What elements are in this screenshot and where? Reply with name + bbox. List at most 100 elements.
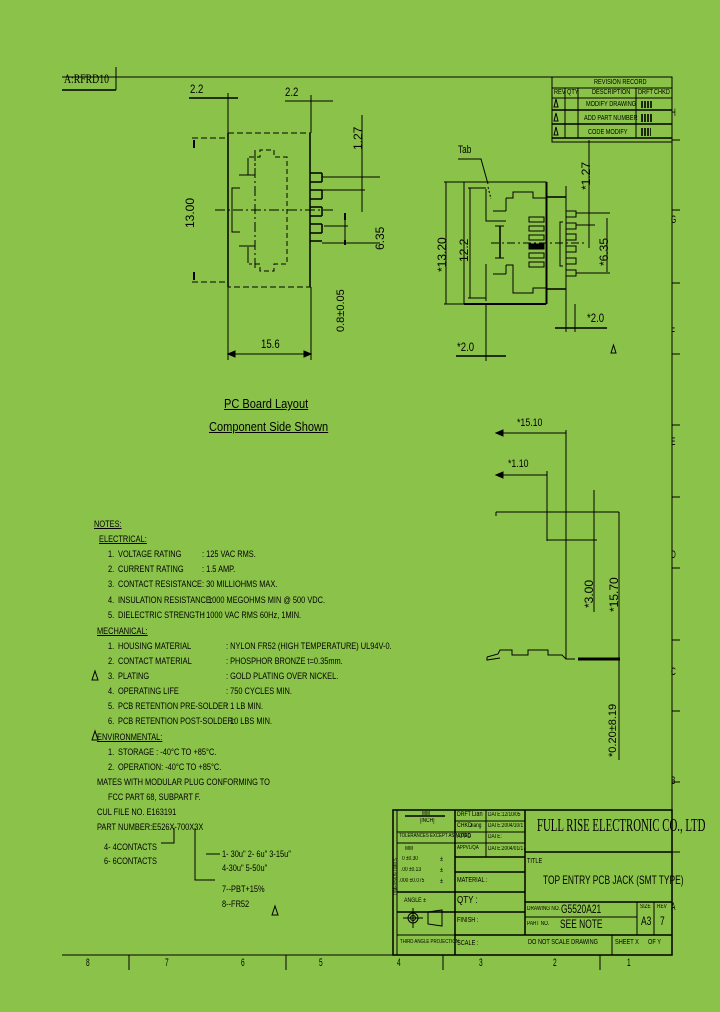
signoff-drft-date: DATE:12/10/05 bbox=[488, 812, 521, 818]
signoff-chkd-date: DATE:2004/10/1 bbox=[488, 823, 524, 829]
column-label-8: 8 bbox=[86, 957, 90, 969]
dim-depth: *15.10 bbox=[517, 417, 543, 429]
mechanical-item-3-num: 3. bbox=[108, 671, 115, 682]
tolerance-row-2: .00 ±0.13 bbox=[401, 867, 421, 873]
signoff-drft-role: DRFT bbox=[457, 811, 471, 818]
tolerance-row-3: .000 ±0.075 bbox=[399, 878, 425, 884]
mates-line-1: MATES WITH MODULAR PLUG CONFORMING TO bbox=[97, 777, 270, 788]
pcb-caption-line1: PC Board Layout bbox=[224, 396, 309, 411]
signoff-chkd-name: Jiang bbox=[470, 823, 482, 829]
mechanical-item-1-value: : NYLON FR52 (HIGH TEMPERATURE) UL94V-0. bbox=[226, 641, 392, 652]
tolerance-unless: TOLERANCES EXCEPT AS NOTED bbox=[399, 833, 471, 839]
dim-front-pitch: *1.27 bbox=[579, 161, 593, 190]
description-header: DESCRIPTION bbox=[592, 89, 631, 96]
mechanical-item-2-label: CONTACT MATERIAL bbox=[118, 656, 192, 667]
environmental-item-2-text: OPERATION: -40°C TO +85°C. bbox=[118, 762, 222, 773]
mechanical-item-6-num: 6. bbox=[108, 716, 115, 727]
notes-title: NOTES: bbox=[94, 519, 122, 530]
revision-signature-3 bbox=[641, 128, 651, 136]
mechanical-item-4-value: : 750 CYCLES MIN. bbox=[226, 686, 292, 697]
electrical-item-1-label: VOLTAGE RATING bbox=[118, 549, 182, 560]
title-label: TITLE bbox=[527, 858, 543, 865]
environmental-item-1-text: STORAGE : -40°C TO +85°C. bbox=[118, 747, 217, 758]
revision-signature-2 bbox=[641, 114, 653, 122]
company-name: FULL RISE ELECTRONIC CO., LTD bbox=[537, 815, 706, 835]
electrical-item-3-num: 3. bbox=[108, 579, 115, 590]
material-code-7: 7--PBT+15% bbox=[222, 884, 265, 895]
dim-pin-width: 0.8±0.05 bbox=[335, 289, 347, 332]
dim-lead: *0.20±8.19 bbox=[607, 703, 619, 757]
electrical-item-5-num: 5. bbox=[108, 610, 115, 621]
mechanical-item-5-num: 5. bbox=[108, 701, 115, 712]
contacts-option-4: 4- 4CONTACTS bbox=[104, 842, 157, 853]
third-angle-projection: THIRD ANGLE PROJECTION bbox=[400, 939, 459, 945]
signoff-chkd-role: CHKD bbox=[457, 822, 472, 829]
mechanical-item-3-value: : GOLD PLATING OVER NICKEL. bbox=[226, 671, 339, 682]
electrical-item-2-value: : 1.5 AMP. bbox=[202, 564, 236, 575]
dim-span: 6.35 bbox=[373, 226, 387, 250]
part-no: SEE NOTE bbox=[560, 917, 603, 931]
signoff-qa-date: DATE:2004/01/17 bbox=[488, 846, 526, 852]
row-label-c: C bbox=[671, 666, 676, 678]
electrical-item-4-num: 4. bbox=[108, 595, 115, 606]
electrical-item-4-value: 1000 MEGOHMS MIN @ 500 VDC. bbox=[208, 595, 326, 606]
plating-codes-line-1: 1- 30u" 2- 6u" 3-15u" bbox=[222, 849, 291, 860]
cul-file: CUL FILE NO. E163191 bbox=[97, 807, 177, 818]
dim-top-right: 2.2 bbox=[285, 85, 299, 99]
mechanical-item-2-value: : PHOSPHOR BRONZE t=0.35mm. bbox=[226, 656, 343, 667]
sheet-of: OF Y bbox=[648, 939, 661, 946]
electrical-item-5-value: : 1000 VAC RMS 60Hz, 1MIN. bbox=[202, 610, 302, 621]
scale-field: SCALE : bbox=[457, 940, 479, 947]
drawing-title: TOP ENTRY PCB JACK (SMT TYPE) bbox=[543, 873, 684, 887]
tolerance-unit-sub: [INCH] bbox=[420, 818, 435, 824]
revision-record-title: REVISION RECORD bbox=[594, 79, 647, 86]
part-no-label: PART NO. bbox=[527, 921, 550, 927]
chkd-header: CHKD bbox=[654, 89, 670, 96]
row-label-g: G bbox=[671, 214, 677, 226]
mechanical-item-1-num: 1. bbox=[108, 641, 115, 652]
tab-label: Tab bbox=[458, 144, 472, 156]
tolerance-angle: ANGLE ± bbox=[404, 897, 426, 904]
part-number-pattern: PART NUMBER:E526X-700X3X bbox=[97, 822, 204, 833]
drawing-no: G5520A21 bbox=[561, 902, 602, 916]
dim-offset: *1.10 bbox=[508, 458, 529, 470]
tolerance-sym-3: ± bbox=[440, 878, 444, 885]
rev-value: 7 bbox=[660, 914, 665, 928]
size-value: A3 bbox=[641, 914, 652, 928]
mechanical-item-4-num: 4. bbox=[108, 686, 115, 697]
mechanical-item-3-label: PLATING bbox=[118, 671, 150, 682]
dim-top-left: 2.2 bbox=[190, 82, 204, 96]
column-label-4: 4 bbox=[397, 957, 401, 969]
signoff-qa-role: APPVL/QA bbox=[457, 845, 479, 851]
revision-row-3-description: CODE MODIFY bbox=[588, 129, 628, 136]
size-label: SIZE bbox=[640, 904, 651, 910]
electrical-item-2-label: CURRENT RATING bbox=[118, 564, 184, 575]
dim-width: 15.6 bbox=[261, 337, 280, 351]
row-label-d: D bbox=[671, 549, 676, 561]
dimension-limits-label: DIMENSION LIMITS bbox=[393, 858, 399, 895]
electrical-item-2-num: 2. bbox=[108, 564, 115, 575]
mechanical-item-5-label: PCB RETENTION PRE-SOLDER bbox=[118, 701, 229, 712]
environmental-heading: ENVIRONMENTAL: bbox=[97, 732, 163, 743]
material-field: MATERIAL : bbox=[457, 877, 488, 884]
dim-height: 13.00 bbox=[183, 197, 197, 228]
electrical-item-3-value: : 30 MILLIOHMS MAX. bbox=[202, 579, 278, 590]
dim-inner-height: 12.2 bbox=[457, 238, 471, 262]
document-code: A:RFRD10 bbox=[64, 71, 109, 86]
tolerance-row-1: 0 ±0.30 bbox=[402, 856, 418, 862]
do-not-scale: DO NOT SCALE DRAWING bbox=[528, 939, 599, 946]
row-label-h: H bbox=[671, 107, 676, 119]
revision-signature-1 bbox=[641, 101, 653, 108]
row-label-a: A bbox=[671, 901, 676, 913]
qty-field: QTY : bbox=[457, 895, 478, 906]
sheet-number: SHEET X bbox=[615, 939, 639, 946]
pcb-caption-line2: Component Side Shown bbox=[209, 419, 329, 434]
column-label-7: 7 bbox=[165, 957, 169, 969]
signoff-drft-name: Lian bbox=[472, 811, 483, 818]
mechanical-item-6-value: 10 LBS MIN. bbox=[230, 716, 273, 727]
column-label-5: 5 bbox=[319, 957, 323, 969]
revision-row-2-description: ADD PART NUMBER bbox=[584, 115, 638, 122]
tolerance-sym-1: ± bbox=[440, 856, 444, 863]
environmental-item-2-num: 2. bbox=[108, 762, 115, 773]
dim-front-span: *6.35 bbox=[597, 237, 611, 266]
